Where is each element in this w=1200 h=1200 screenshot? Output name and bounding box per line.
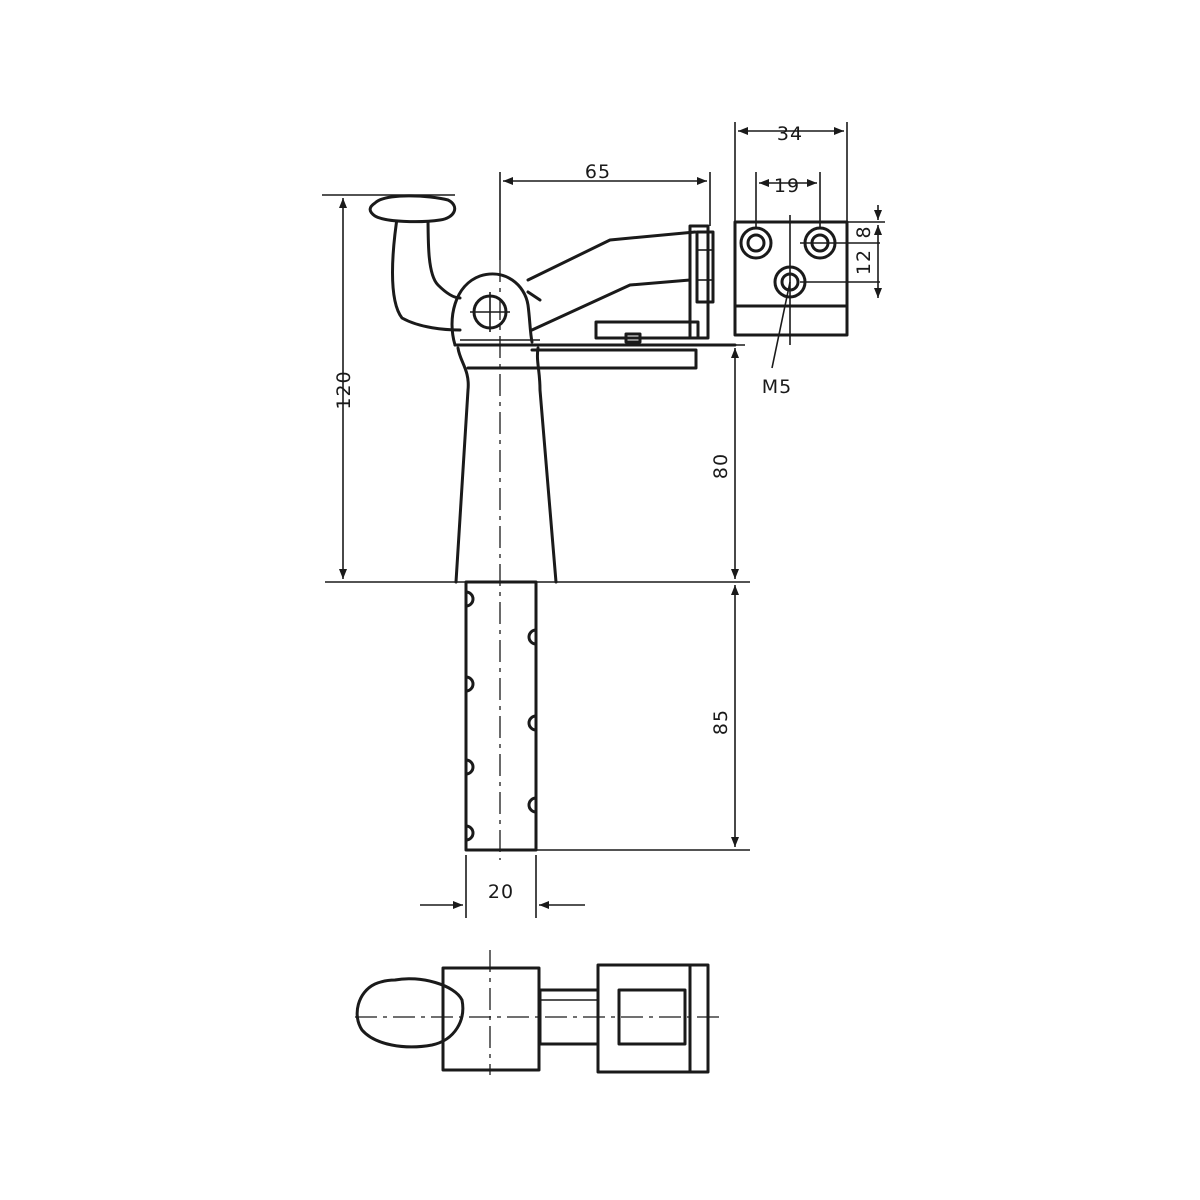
dim-34-label: 34 — [777, 123, 803, 145]
shaft — [464, 580, 538, 852]
dim-19-label: 19 — [774, 175, 800, 197]
thread-callout-label: M5 — [762, 376, 792, 398]
pivot-hub — [450, 272, 534, 347]
dim-80-label: 80 — [710, 453, 732, 479]
mounting-hole-left — [739, 226, 773, 260]
dim-8-label: 8 — [853, 225, 875, 238]
bracket — [453, 224, 737, 370]
lever-handle — [368, 194, 462, 332]
dim-20-label: 20 — [488, 881, 514, 903]
dim-12-label: 12 — [853, 249, 875, 275]
latch-arm — [526, 230, 697, 332]
top-view-knob — [355, 977, 465, 1049]
dim-65-label: 65 — [585, 161, 611, 183]
tapered-body — [454, 346, 558, 584]
front-view — [368, 194, 737, 860]
dim-120-label: 120 — [333, 370, 355, 409]
shaft-detents — [464, 590, 538, 842]
dim-85-label: 85 — [710, 709, 732, 735]
dimension-labels: 120 65 34 19 8 12 M5 80 85 20 — [333, 123, 875, 903]
dimension-lines — [322, 122, 885, 918]
top-view — [355, 950, 720, 1075]
